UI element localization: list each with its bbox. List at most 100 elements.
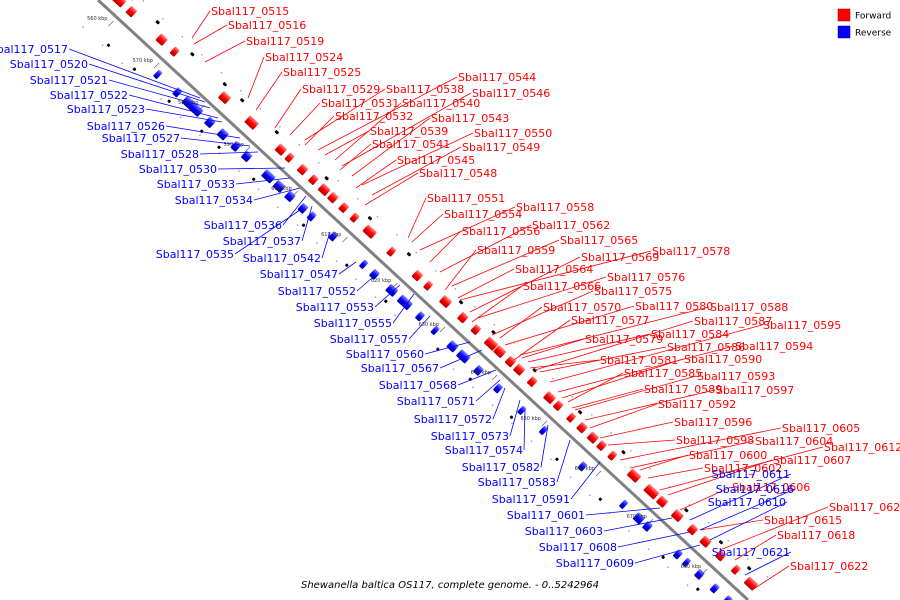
forward-leader-line xyxy=(719,506,829,551)
track-dot xyxy=(571,396,574,398)
forward-leader-line xyxy=(407,197,427,239)
forward-gene xyxy=(327,192,339,204)
forward-leader-line xyxy=(504,305,635,346)
forward-gene-label: Sbal117_0516 xyxy=(228,19,306,32)
forward-gene-label: Sbal117_0580 xyxy=(635,300,713,313)
track-dot xyxy=(628,530,630,532)
forward-gene-label: Sbal117_0551 xyxy=(427,192,505,205)
reverse-gene-label: Sbal117_0528 xyxy=(121,148,199,161)
tick-label: 610 kbp xyxy=(321,232,341,238)
forward-leader-line xyxy=(534,320,694,371)
forward-leader-line xyxy=(513,319,571,361)
reverse-gene-label: Sbal117_0530 xyxy=(139,163,217,176)
reverse-gene xyxy=(672,549,683,560)
forward-leader-line xyxy=(477,276,607,319)
forward-gene xyxy=(643,483,660,500)
legend-label-forward: Forward xyxy=(855,12,891,22)
forward-leader-line xyxy=(567,372,624,403)
unlabeled-gene xyxy=(578,410,583,415)
track-dot xyxy=(259,108,262,110)
reverse-leader-line xyxy=(457,369,497,386)
forward-gene xyxy=(715,550,727,562)
reverse-leader-line xyxy=(234,209,301,255)
reverse-gene xyxy=(577,461,588,472)
forward-leader-line xyxy=(204,40,246,63)
reverse-gene xyxy=(493,383,503,394)
reverse-leader-line xyxy=(556,439,571,483)
reverse-leader-line xyxy=(165,125,241,139)
reverse-leader-line xyxy=(439,349,483,369)
track-dot xyxy=(452,368,455,371)
forward-gene xyxy=(586,431,599,444)
reverse-gene xyxy=(230,141,242,152)
reverse-gene-label: Sbal117_0535 xyxy=(156,248,234,261)
forward-leader-line xyxy=(429,230,462,263)
forward-gene xyxy=(656,495,669,508)
reverse-gene-label: Sbal117_0521 xyxy=(30,74,108,87)
forward-gene-label: Sbal117_0545 xyxy=(397,154,475,167)
reverse-leader-line xyxy=(180,137,251,147)
forward-gene-label: Sbal117_0554 xyxy=(444,208,522,221)
forward-gene-label: Sbal117_0588 xyxy=(710,301,788,314)
tick-label: 680 kbp xyxy=(681,564,701,570)
tick-label: 630 kbp xyxy=(419,322,439,328)
forward-leader-line xyxy=(499,306,543,339)
forward-gene xyxy=(317,183,331,196)
forward-gene xyxy=(349,212,360,223)
unlabeled-gene xyxy=(301,223,306,227)
tick-mark xyxy=(342,236,348,243)
reverse-gene-label: Sbal117_0603 xyxy=(525,525,603,538)
forward-leader-line xyxy=(571,388,644,409)
track-dot xyxy=(493,324,496,326)
forward-leader-line xyxy=(364,172,419,206)
forward-gene-label: Sbal117_0607 xyxy=(773,454,851,467)
forward-leader-line xyxy=(411,213,444,243)
forward-leader-line xyxy=(619,427,782,461)
reverse-gene xyxy=(297,203,309,214)
forward-gene-label: Sbal117_0579 xyxy=(585,333,663,346)
reverse-gene-label: Sbal117_0553 xyxy=(296,301,374,314)
forward-gene-label: Sbal117_0556 xyxy=(462,225,540,238)
reverse-leader-line xyxy=(321,231,331,259)
unlabeled-gene xyxy=(555,457,559,461)
track-dot xyxy=(279,126,281,128)
forward-gene xyxy=(386,246,397,257)
forward-gene-label: Sbal117_0600 xyxy=(689,449,767,462)
forward-leader-line xyxy=(519,306,710,356)
track-dot xyxy=(257,188,260,190)
track-dot xyxy=(550,458,552,461)
tick-mark xyxy=(647,518,654,525)
forward-gene-label: Sbal117_0587 xyxy=(694,315,772,328)
forward-gene xyxy=(284,152,295,163)
reverse-leader-line xyxy=(699,488,796,531)
reverse-gene xyxy=(632,512,645,525)
forward-gene-label: Sbal117_0548 xyxy=(419,167,497,180)
reverse-leader-line xyxy=(68,48,201,99)
forward-gene-label: Sbal117_0550 xyxy=(474,127,552,140)
tick-label: 590 kbp xyxy=(224,142,244,148)
reverse-gene-label: Sbal117_0555 xyxy=(314,317,392,330)
tick-label: 640 kbp xyxy=(471,370,491,376)
forward-gene-label: Sbal117_0620 xyxy=(829,501,900,514)
reverse-gene xyxy=(328,231,339,242)
forward-leader-line xyxy=(539,346,667,373)
unlabeled-gene xyxy=(106,43,111,47)
forward-leader-line xyxy=(459,250,652,301)
reverse-gene-label: Sbal117_0572 xyxy=(414,413,492,426)
forward-gene-label: Sbal117_0529 xyxy=(302,83,380,96)
unlabeled-gene xyxy=(491,330,496,335)
forward-gene-label: Sbal117_0544 xyxy=(458,71,536,84)
forward-leader-line xyxy=(324,130,370,156)
forward-leader-line xyxy=(304,115,335,146)
track-dot xyxy=(160,98,162,100)
forward-gene xyxy=(439,295,452,308)
track-dot xyxy=(435,270,437,272)
forward-gene xyxy=(686,524,699,536)
tick-mark xyxy=(392,282,398,289)
forward-gene-label: Sbal117_0578 xyxy=(652,245,730,258)
forward-gene xyxy=(110,0,127,8)
reverse-leader-line xyxy=(709,501,788,541)
gene-labels: Sbal117_0515Sbal117_0516Sbal117_0519Sbal… xyxy=(0,5,900,573)
reverse-leader-line xyxy=(634,544,701,564)
track-dot xyxy=(647,548,650,550)
